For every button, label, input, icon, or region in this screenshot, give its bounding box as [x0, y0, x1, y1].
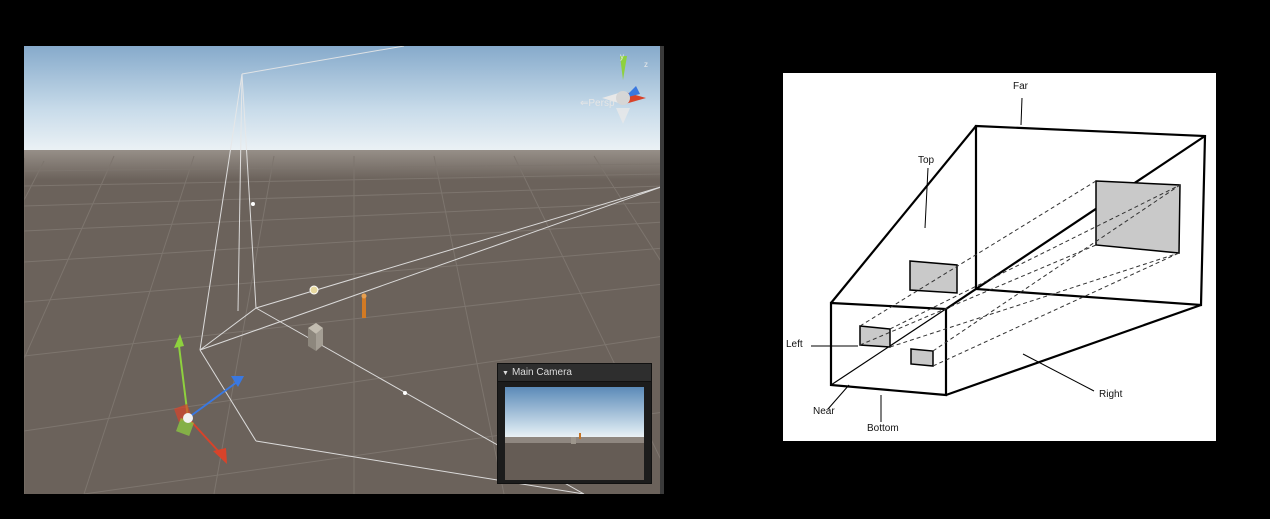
scene-viewport[interactable] [24, 46, 664, 494]
camera-preview-view [505, 387, 644, 480]
frustum-diagram: Far Top Left Near Bottom Right [783, 73, 1216, 441]
collapse-triangle-icon[interactable]: ▼ [502, 370, 509, 377]
scene-view[interactable]: y z [24, 46, 664, 494]
preview-cube [571, 437, 576, 444]
sky [24, 46, 664, 154]
camera-preview-panel: ▼Main Camera [497, 363, 652, 484]
light-icon [309, 285, 319, 295]
cube-object [308, 323, 323, 351]
scene-scrollbar[interactable] [660, 46, 664, 494]
y-axis-icon-label: y [620, 52, 624, 61]
far-label: Far [1013, 81, 1028, 92]
projection-toggle[interactable]: ⇐Persp [580, 98, 615, 109]
transform-gizmo [174, 334, 244, 464]
right-label: Right [1099, 389, 1123, 400]
preview-character [579, 433, 581, 439]
frustum-drawing [811, 97, 1207, 422]
near-label: Near [813, 406, 835, 417]
bottom-label: Bottom [867, 423, 899, 434]
view-gizmo [602, 56, 646, 124]
z-axis-icon-label: z [644, 60, 648, 69]
ground-grid [24, 155, 664, 494]
persp-label: Persp [588, 98, 615, 109]
camera-preview-header[interactable]: ▼Main Camera [498, 364, 651, 382]
frustum-handle [403, 391, 407, 395]
frustum-handle [251, 202, 255, 206]
left-label: Left [786, 339, 803, 350]
character-figure [361, 293, 367, 318]
back-arrow-icon: ⇐ [580, 98, 589, 109]
top-label: Top [918, 155, 935, 166]
camera-preview-title: Main Camera [511, 367, 572, 378]
